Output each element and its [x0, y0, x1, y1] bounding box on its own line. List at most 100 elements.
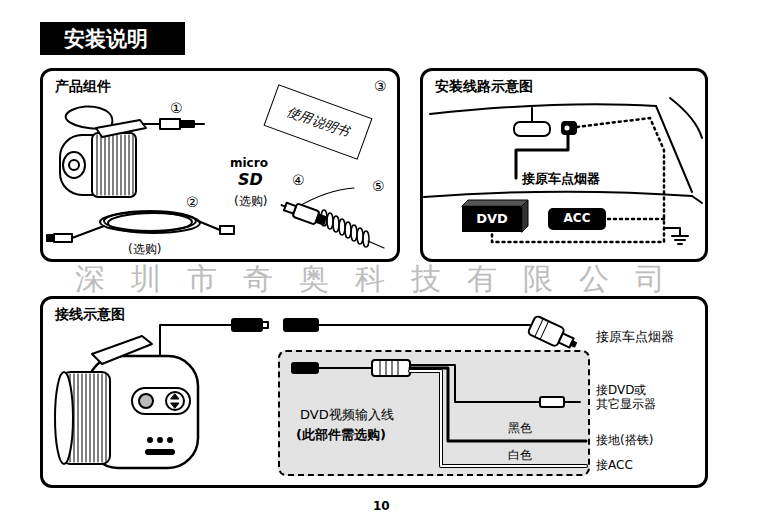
connector-pair	[318, 324, 530, 326]
car-interior-drawing	[562, 122, 576, 134]
cigarette-plug-drawing	[345, 222, 351, 238]
cigarette-plug-drawing	[321, 210, 327, 226]
usb-cable-drawing	[72, 226, 104, 238]
camera-drawing	[132, 388, 190, 414]
optional-note: (选购)	[128, 243, 161, 257]
cigarette-plug-drawing	[357, 228, 363, 244]
video-cable	[372, 360, 410, 376]
video-cable	[410, 371, 586, 466]
camera-drawing	[160, 325, 232, 358]
cigarette-plug-drawing	[527, 315, 579, 353]
usb-cable-drawing	[198, 221, 220, 230]
cigarette-plug-drawing	[284, 203, 296, 214]
section-heading: 产品组件	[55, 78, 111, 94]
manual-card: 使用说明书	[263, 84, 372, 160]
cigarette-plug-drawing	[363, 231, 369, 247]
camera-drawing	[171, 394, 179, 408]
cigarette-plug-drawing	[279, 188, 384, 248]
video-cable	[380, 360, 398, 376]
cigarette-plug-drawing	[296, 188, 354, 208]
car-interior-drawing	[564, 125, 571, 132]
ground-symbol	[664, 228, 688, 244]
note-text: (此部件需选购)	[296, 428, 386, 443]
camera-drawing	[55, 372, 73, 464]
cigarette-plug-drawing	[333, 216, 339, 232]
usb-cable-drawing	[54, 234, 72, 242]
connector-pair	[284, 319, 318, 331]
camera-drawing	[146, 450, 174, 454]
cigarette-plug-drawing	[279, 199, 327, 228]
connector-pair	[232, 319, 530, 331]
camera-drawing	[158, 438, 162, 442]
video-cable	[410, 371, 586, 466]
watermark: 深圳市奇奥科技有限公司	[75, 264, 691, 294]
connector-pair	[232, 319, 262, 331]
title-text: 安装说明	[64, 25, 148, 53]
car-interior-drawing	[424, 98, 702, 203]
connection-label: 接原车点烟器	[522, 172, 600, 187]
logo-text: SD	[238, 171, 263, 189]
optional-note: (选购)	[234, 195, 267, 209]
illustration-layer	[47, 98, 702, 476]
box-label: DVD	[476, 212, 508, 227]
box-label: ACC	[564, 212, 591, 226]
section-panel: 使用说明书 产品组件	[40, 68, 400, 262]
camera-drawing	[148, 438, 152, 442]
optional-region-fill	[278, 350, 590, 476]
dvd-unit-box: DVD	[462, 206, 522, 232]
camera-drawing	[63, 152, 85, 178]
cigarette-plug-drawing	[339, 219, 345, 235]
logo-text: micro	[230, 157, 268, 171]
callout-number: ⑤	[372, 178, 385, 194]
optional-region-fill	[278, 350, 590, 476]
car-interior-drawing	[692, 196, 702, 203]
car-interior-drawing	[531, 108, 533, 122]
usb-cable-drawing	[108, 213, 200, 233]
connection-label: 接地(搭铁)	[596, 434, 653, 448]
car-interior-drawing	[670, 98, 702, 138]
usb-cable-drawing	[47, 211, 234, 242]
car-interior-drawing	[430, 104, 656, 114]
section-panel: DVDACC安装线路示意图	[420, 68, 708, 262]
box-label: 使用说明书	[285, 104, 351, 140]
video-cable	[540, 397, 564, 407]
camera-drawing	[92, 133, 136, 197]
usb-cable-drawing	[47, 235, 54, 241]
cigarette-plug-drawing	[327, 213, 333, 229]
callout-number: ②	[186, 194, 199, 210]
callout-number: ④	[292, 172, 305, 188]
camera-drawing	[92, 336, 152, 364]
camera-drawing	[60, 106, 204, 197]
dvd-unit-shading	[522, 200, 528, 232]
section-heading: 接线示意图	[55, 306, 125, 322]
camera-drawing	[166, 392, 184, 410]
cigarette-plug-drawing	[321, 210, 369, 247]
connection-label: 接原车点烟器	[596, 330, 674, 345]
video-cable	[292, 363, 318, 373]
camera-drawing	[55, 325, 232, 468]
optional-part-region: DVD视频输入线(此部件需选购)	[278, 350, 590, 476]
video-cable	[564, 401, 580, 403]
camera-drawing	[139, 394, 153, 408]
cigarette-plug-drawing	[535, 319, 549, 340]
cigarette-plug-drawing	[368, 241, 384, 248]
wiring-route	[608, 218, 664, 221]
connector-pair	[262, 322, 268, 328]
video-cable	[410, 368, 586, 441]
title-bar: 安装说明	[40, 22, 185, 55]
camera-drawing	[69, 160, 79, 170]
ground-symbol	[664, 228, 688, 244]
dvd-unit-shading	[462, 200, 528, 232]
acc-box: ACC	[548, 208, 606, 230]
camera-drawing	[194, 123, 204, 125]
camera-drawing	[143, 123, 160, 125]
camera-drawing	[96, 120, 146, 137]
video-cable	[292, 360, 586, 466]
camera-drawing	[160, 119, 180, 129]
callout-number: ①	[170, 100, 183, 116]
cigarette-plug-drawing	[282, 205, 286, 206]
camera-drawing	[168, 438, 172, 442]
cigarette-plug-drawing	[571, 341, 576, 346]
car-interior-drawing	[656, 106, 692, 192]
